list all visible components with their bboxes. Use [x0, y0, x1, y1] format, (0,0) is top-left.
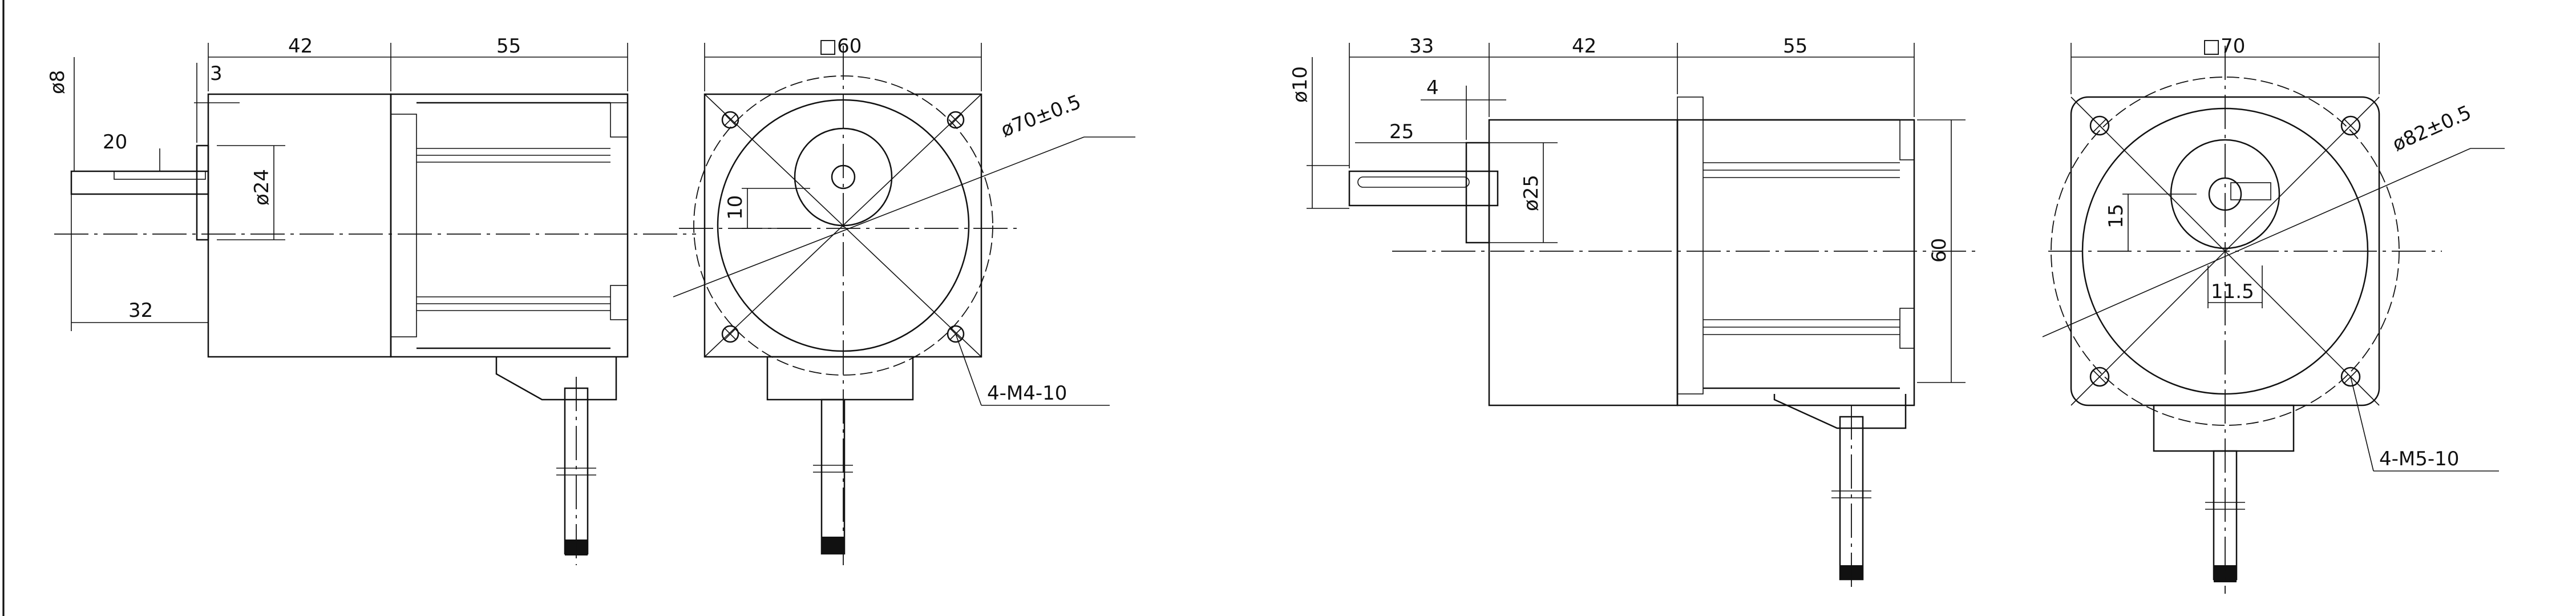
right-dim-square: □70 — [2202, 35, 2245, 58]
right-fins — [1703, 119, 1915, 389]
left-dim-shoulder: 3 — [210, 62, 223, 85]
right-dim-bolt-circle: ø82±0.5 — [2389, 101, 2474, 156]
left-front-cable-box — [766, 356, 914, 401]
left-shaft — [70, 170, 209, 195]
right-pilot-boss — [1465, 142, 1490, 244]
right-shaft — [1348, 170, 1499, 207]
right-dim-shaft-len: 33 — [1409, 35, 1434, 58]
left-cable-box — [495, 357, 617, 401]
right-dim-flange: 42 — [1572, 35, 1596, 58]
right-front-key — [2230, 182, 2271, 200]
right-body-step — [1677, 96, 1704, 394]
left-body-step — [390, 114, 417, 337]
right-dim-shaft-dia: ø10 — [1289, 66, 1312, 103]
left-dim-holes: 4-M4-10 — [987, 382, 1067, 405]
left-front-cable — [820, 398, 846, 555]
left-pilot-boss — [196, 144, 209, 241]
left-dim-key-offset: 10 — [724, 195, 747, 220]
left-body — [390, 93, 629, 358]
left-dim-bolt-circle: ø70±0.5 — [998, 91, 1084, 142]
left-dim-flange: 42 — [288, 35, 313, 58]
left-mount-holes — [721, 111, 965, 343]
right-key — [1357, 176, 1470, 188]
left-dim-square: □60 — [819, 35, 862, 58]
left-key — [114, 171, 206, 180]
right-dim-pilot-dia: ø25 — [1520, 175, 1543, 211]
right-motor-side-view — [1348, 96, 1980, 588]
left-dim-shaft-dia: ø8 — [46, 70, 69, 94]
right-flange — [1488, 119, 1679, 406]
right-dim-holes: 4-M5-10 — [2379, 448, 2459, 470]
left-motor-front-view — [679, 46, 1021, 565]
right-dim-key-offset: 15 — [2105, 204, 2128, 228]
right-side-dimensions: 33 42 55 4 ø10 25 ø25 60 — [1289, 35, 1966, 383]
left-fins — [416, 102, 628, 349]
left-dim-key: 20 — [103, 131, 127, 154]
left-front-dimensions: □60 ø70±0.5 10 4-M4-10 — [673, 35, 1135, 406]
left-dim-pilot-dia: ø24 — [250, 169, 273, 206]
left-side-dimensions: 42 55 3 ø8 20 ø24 32 — [46, 35, 628, 331]
left-dim-body: 55 — [496, 35, 521, 58]
left-dim-shaft-len: 32 — [128, 299, 153, 322]
right-dim-key-width: 11.5 — [2211, 280, 2254, 303]
right-cable-box — [1773, 394, 1907, 429]
right-front-cable-box — [2153, 404, 2295, 452]
right-dim-key: 25 — [1389, 120, 1414, 143]
right-motor-front-view — [2048, 46, 2442, 594]
right-dim-shoulder: 4 — [1426, 77, 1439, 99]
right-dim-height: 60 — [1928, 238, 1951, 263]
left-motor-side-view — [54, 93, 696, 565]
right-dim-body: 55 — [1783, 35, 1807, 58]
left-front-cable-tip — [822, 537, 844, 554]
left-flange — [207, 93, 392, 358]
